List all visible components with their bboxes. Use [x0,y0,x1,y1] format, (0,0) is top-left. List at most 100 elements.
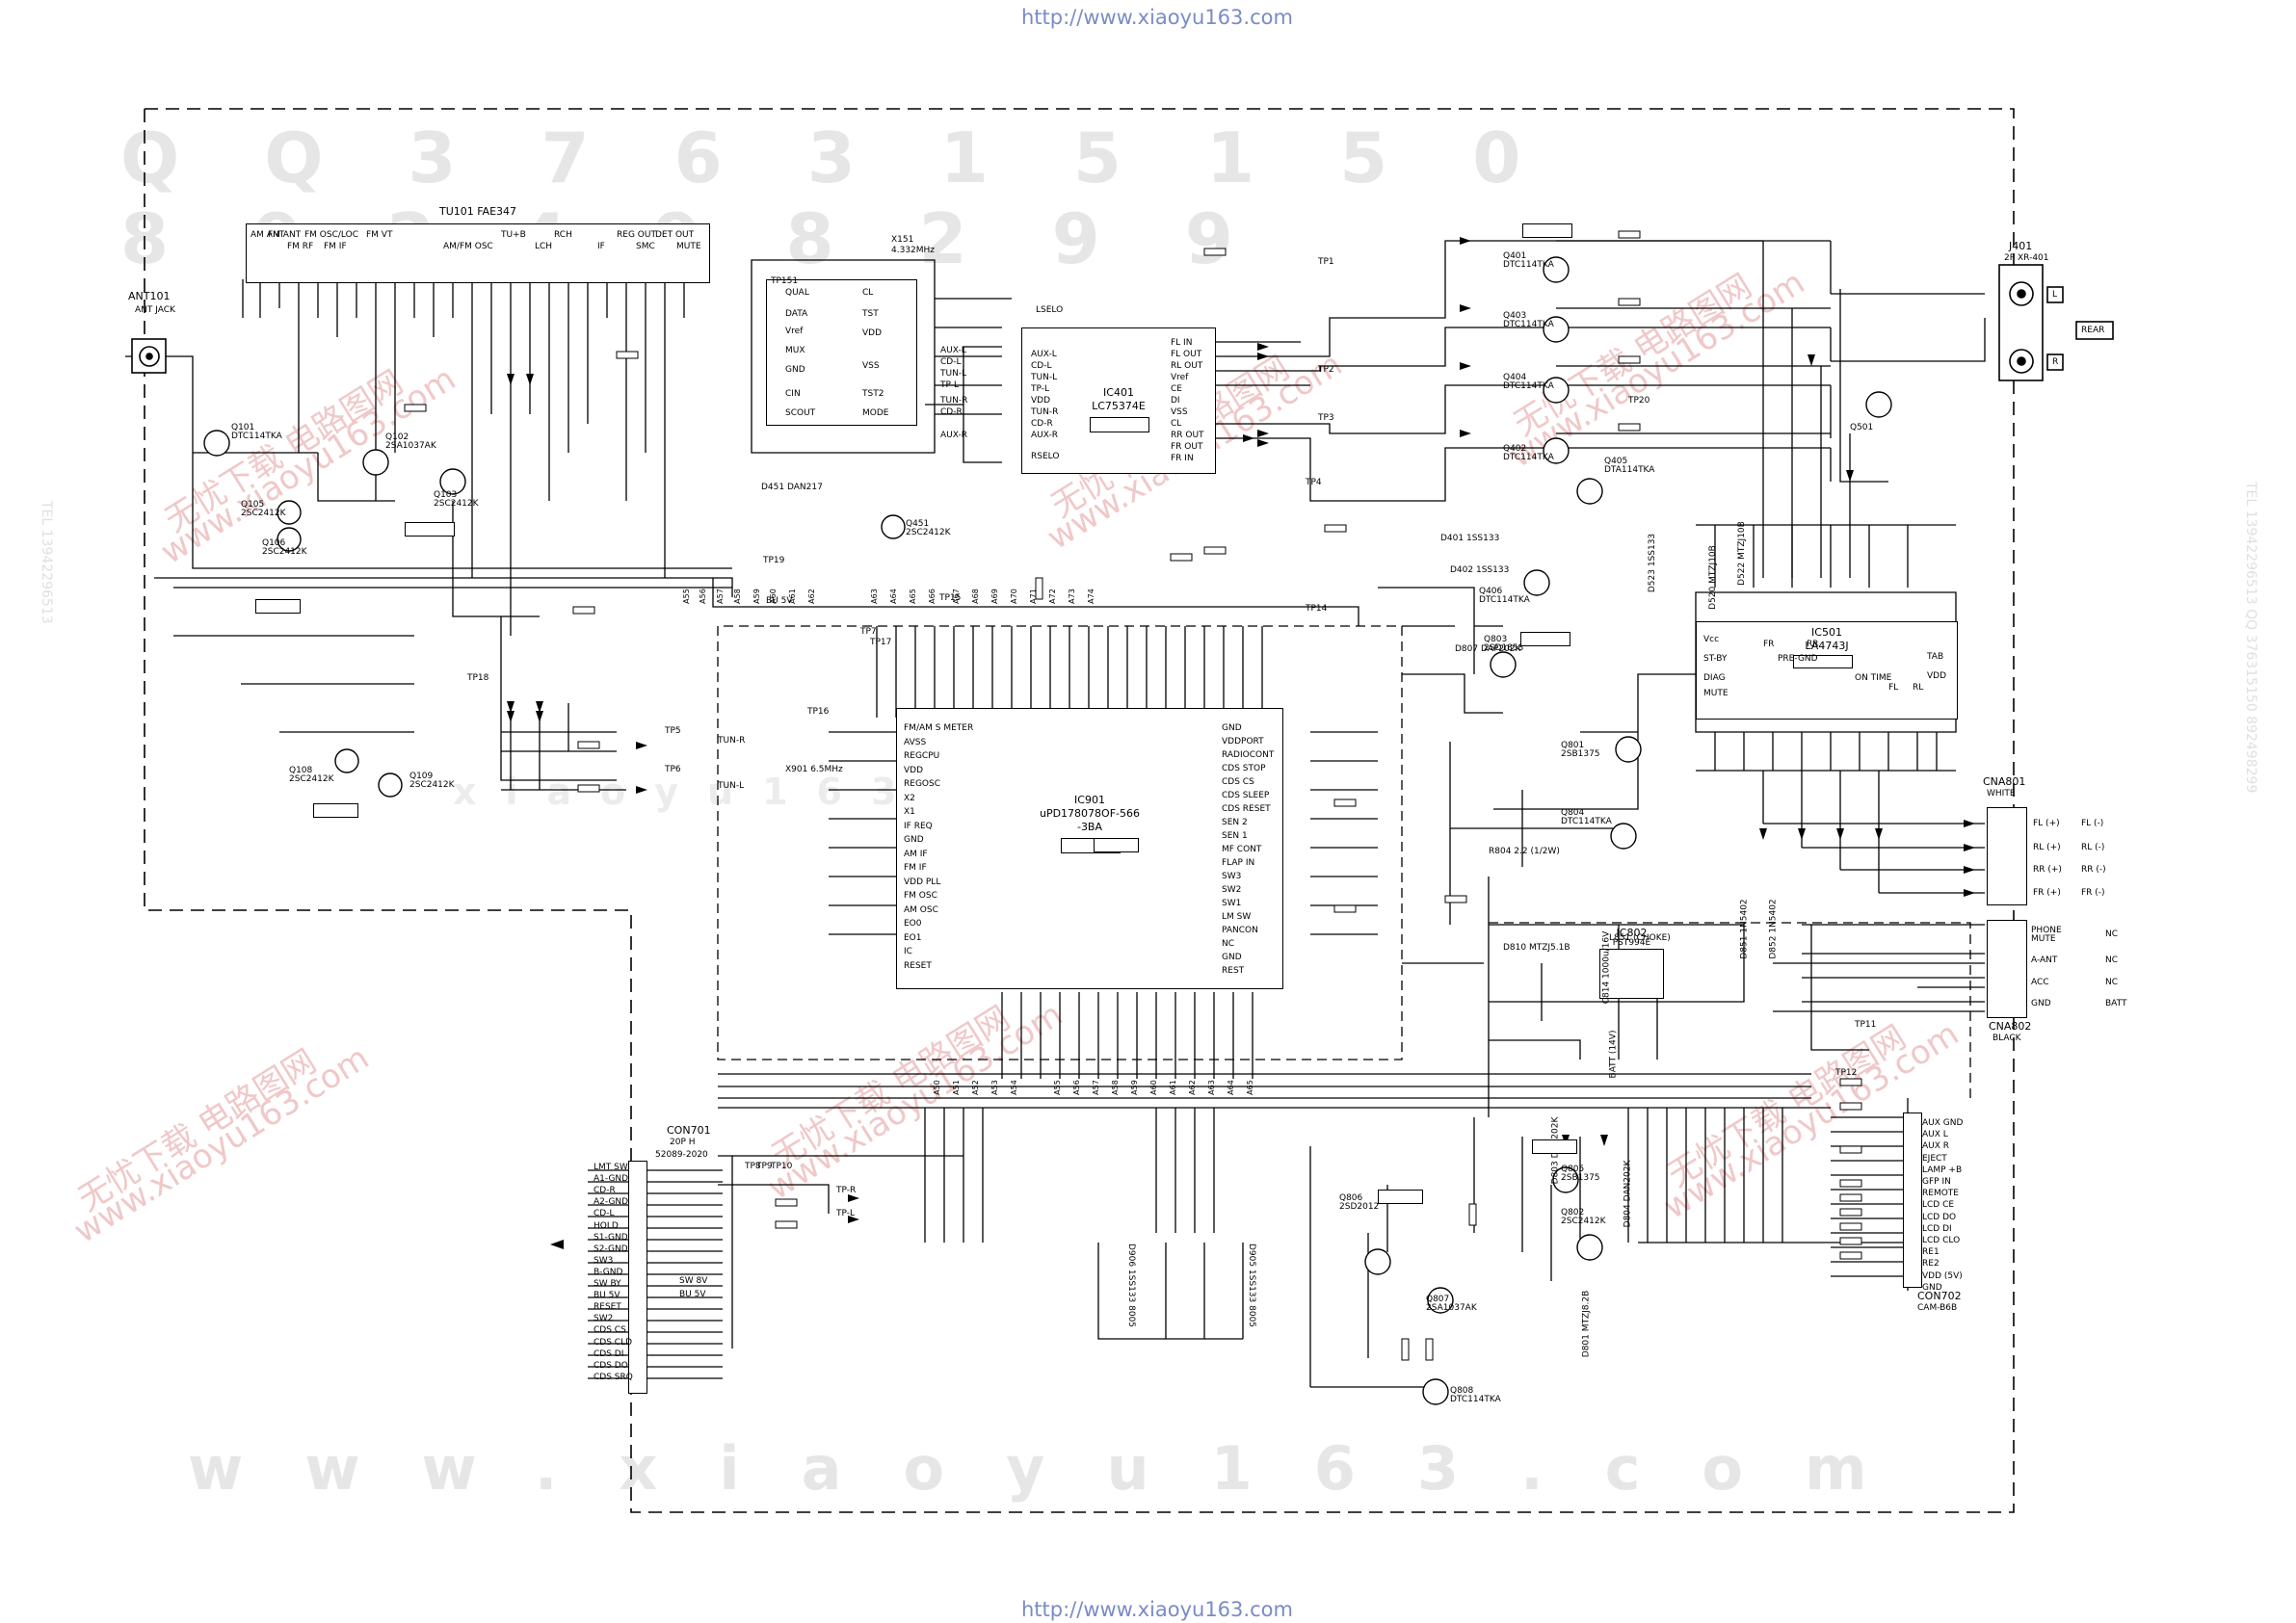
ic151-pin-vdd: VDD [862,328,883,338]
con702-pin: RE1 [1922,1247,1940,1258]
cna802-color: BLACK [1993,1034,2021,1043]
q406-label: Q406 DTC114TKA [1479,587,1530,605]
tp3: TP3 [1318,413,1334,423]
ic901-right-pin: CDS CS [1222,777,1254,787]
con701-pin: S1-GND [594,1232,628,1243]
ic151-pin-mux: MUX [785,346,805,355]
cna802-row-3b: NC [2105,978,2119,987]
ic901-right-pin: LM SW [1222,912,1252,922]
bus-label: A52 [970,1080,980,1095]
bus-label-top: A67 [951,589,961,604]
bus-label-top: A66 [927,589,937,604]
ic501-pin-tab: TAB [1927,652,1944,662]
tuner-pin-2: FM ANT [268,230,302,240]
bus-label: A56 [1071,1080,1081,1095]
ic901-left-pin: VDD [904,765,924,775]
d522-label: D522 MTZJ10B [1736,521,1747,586]
ic401-rpin-2: FL OUT [1171,350,1202,359]
ic401-lpin-9: AUX-R [1031,431,1058,440]
ic501-pin-vcc: Vcc [1703,635,1720,644]
header-url[interactable]: http://www.xiaoyu163.com [1021,6,1293,29]
q101-label: Q101 DTC114TKA [231,423,282,441]
tp151: TP151 [771,276,799,286]
x151-value: 4.332MHz [891,246,936,255]
net-cd-l: CD-L [940,357,962,367]
ic401-rpin-7: VSS [1171,407,1188,417]
tp20: TP20 [1628,396,1650,406]
q805-label: Q805 2SB1375 [1561,1165,1600,1183]
con701-pin: LMT SW [594,1163,628,1172]
tuner-pin-14: LCH [535,242,553,251]
bus-label: A65 [1245,1080,1254,1095]
net-bu5v-bottom: BU 5V [679,1290,706,1299]
bus-label: A62 [1187,1080,1197,1095]
d905-label: D905 1SS133 8005 [1247,1243,1257,1328]
ic401-lpin-2: AUX-L [1031,350,1057,359]
bus-label-top: A63 [869,589,879,604]
ic401-rpin-10: FR OUT [1171,442,1203,452]
tuner-pin-11: AM/FM OSC [443,242,493,251]
bus-label-top: A59 [752,589,761,604]
ic901-suffix: -3BA [1076,821,1103,833]
d851-label: D851 1N5402 [1739,899,1750,959]
tp4: TP4 [1306,478,1322,487]
net-bu5v-top: BU 5V [766,596,793,606]
tuner-pin-7: FM VT [366,230,393,240]
tuner-pin-1: AM ANT [251,230,285,240]
ic901-right-pin: CDS STOP [1222,764,1266,773]
con702-part: CAM-B6B [1917,1303,1958,1313]
ic901-right-pin: SEN 1 [1222,831,1248,841]
ic501-ref: IC501 [1811,626,1842,639]
ic501-pin-vdd: VDD [1927,671,1947,681]
bus-label-top: A58 [732,589,742,604]
con701-pin: A2-GND [594,1197,629,1208]
con701-pin: HOLD [594,1220,619,1231]
ic901-left-pin: AVSS [904,737,927,747]
ic901-block: IC901 uPD178078OF-566 -3BA [896,708,1283,989]
ic151-pin-tst2: TST2 [862,389,884,399]
cna801-row-1a: FL (+) [2033,819,2060,828]
side-text-left: TEL 13942296513 [39,501,54,624]
cna801-row-4b: FR (-) [2081,888,2105,898]
bus-label-top: A73 [1067,589,1076,604]
ic401-rpin-6: DI [1171,396,1180,406]
con701-pin: CDS DO [594,1360,628,1371]
label-box-2 [1520,632,1570,646]
ic401-label-box [1090,417,1149,432]
ic501-pin-fr: FR [1763,640,1775,649]
con701-block [628,1161,647,1394]
ic151-block [766,279,917,426]
cna801-block [1987,807,2027,905]
bus-label-top: A70 [1009,589,1018,604]
label-box-8 [1094,838,1139,852]
ic501-pin-rl: RL [1913,683,1924,693]
con701-pin: B-GND [594,1267,623,1277]
ic401-rpin-11: FR IN [1171,454,1194,463]
con702-ref: CON702 [1917,1290,1962,1302]
con701-ref: CON701 [667,1124,711,1137]
ic901-left-pin: AM IF [904,849,928,859]
tp2: TP2 [1318,365,1334,375]
footer-url[interactable]: http://www.xiaoyu163.com [1021,1598,1293,1621]
q451-label: Q451 2SC2412K [906,519,951,537]
bus-label: A53 [990,1080,999,1095]
q806-label: Q806 2SD2012 [1339,1193,1380,1212]
d523-label: D523 1SS133 [1648,533,1658,593]
tuner-pin-4: FM OSC/LOC [304,230,358,240]
cna802-row-3a: ACC [2031,978,2049,987]
ic901-right-pin: CDS RESET [1222,804,1271,814]
cna802-ref: CNA802 [1989,1020,2032,1033]
ic901-left-pin: X1 [904,807,915,817]
cna802-block [1987,920,2027,1018]
con702-pin: REMOTE [1922,1189,1959,1199]
con702-pin: LCD DO [1922,1212,1957,1222]
ic501-pin-rr: RR [1807,640,1819,649]
net-tun-l-2: TUN-L [940,369,967,379]
q102-label: Q102 2SA1037AK [385,432,436,451]
ic401-rpin-9: RR OUT [1171,431,1204,440]
bus-label: A51 [951,1080,961,1095]
con701-pin: SW3 [594,1255,614,1266]
con702-pin: LCD DI [1922,1223,1952,1234]
tp15: TP15 [939,593,962,603]
cna801-row-3a: RR (+) [2033,865,2062,875]
